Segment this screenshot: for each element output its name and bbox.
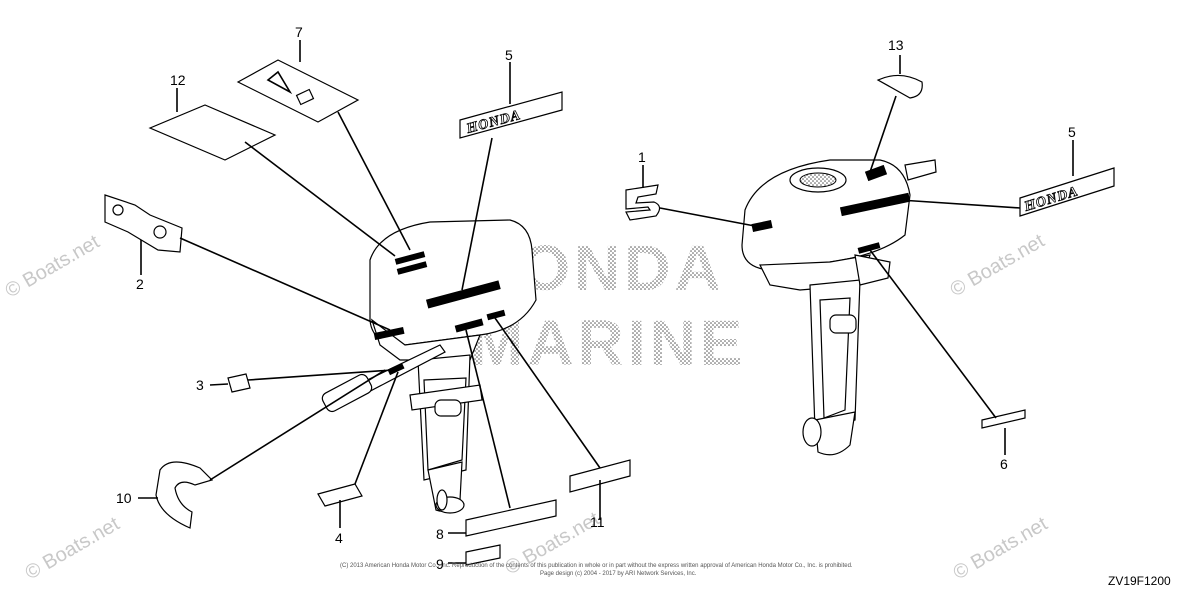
callout-1[interactable]: 1 [638,149,646,165]
part-11-decal[interactable] [569,459,631,493]
part-3-small-decal[interactable] [227,373,251,393]
part-6-decal[interactable] [981,409,1026,429]
callout-10[interactable]: 10 [116,490,132,506]
part-5-honda-decal-right[interactable]: HONDA [1019,167,1115,217]
callout-5[interactable]: 5 [1068,124,1076,140]
part-13-cap-decal[interactable] [876,74,923,99]
outboard-motor-right [741,159,937,456]
part-5-honda-decal-left[interactable]: HONDA [459,91,563,139]
callouts: 12 7 5 2 3 10 4 8 9 11 1 13 5 6 [116,24,1076,572]
part-1-numeral-decal[interactable] [625,184,661,221]
callout-12[interactable]: 12 [170,72,186,88]
leader-lines [138,40,1074,564]
part-7-warning-decal[interactable] [236,59,360,123]
watermark: © Boats.net [2,231,104,303]
part-8-long-decal[interactable] [465,499,557,537]
copyright-line-1: (C) 2013 American Honda Motor Co., Inc. … [340,563,853,569]
callout-5[interactable]: 5 [505,47,513,63]
copyright-line-2: Page design (c) 2004 - 2017 by ARI Netwo… [540,571,697,577]
callout-7[interactable]: 7 [295,24,303,40]
part-2-plate[interactable] [104,194,183,253]
watermark: © Boats.net [947,230,1049,302]
callout-8[interactable]: 8 [436,526,444,542]
watermark: © Boats.net [950,513,1052,585]
part-10-band[interactable] [155,461,214,529]
part-4-small-decal[interactable] [317,483,363,507]
callout-13[interactable]: 13 [888,37,904,53]
callout-3[interactable]: 3 [196,377,204,393]
callout-11[interactable]: 11 [590,514,605,530]
part-9-small-decal[interactable] [465,544,501,566]
part-12-label-decal[interactable] [148,104,277,161]
outboard-motor-left [321,219,537,514]
callout-9[interactable]: 9 [436,556,444,572]
watermark: © Boats.net [22,513,124,585]
callout-6[interactable]: 6 [1000,456,1008,472]
callout-4[interactable]: 4 [335,530,343,546]
callout-2[interactable]: 2 [136,276,144,292]
diagram-code: ZV19F1200 [1108,574,1171,588]
